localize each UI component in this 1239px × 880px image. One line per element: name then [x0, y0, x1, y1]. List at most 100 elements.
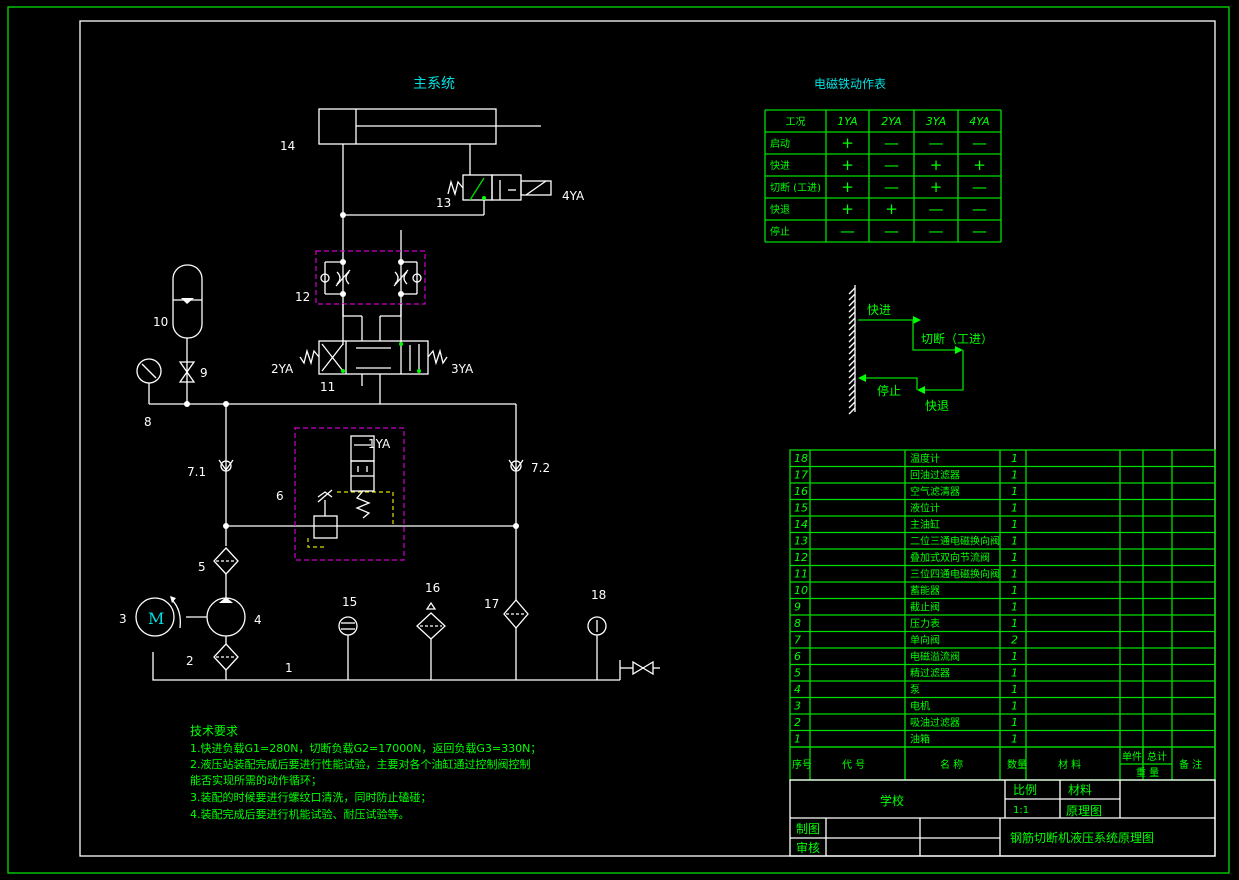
label-1: 1 — [285, 661, 293, 675]
solenoid-cell: + — [841, 156, 854, 174]
part-name: 电磁溢流阀 — [910, 650, 960, 663]
cycle-label-stop: 停止 — [877, 383, 901, 398]
label-8: 8 — [144, 415, 152, 429]
checked-by-label: 审核 — [796, 840, 820, 855]
requirement-line-4: 3.装配的时候要进行螺纹口清洗，同时防止磕碰； — [190, 790, 432, 804]
relief-valve-6-box — [294, 427, 405, 561]
solenoid-row-label: 切断 (工进) — [770, 181, 821, 194]
part-number: 6 — [794, 650, 801, 663]
label-15: 15 — [342, 595, 357, 609]
part-number: 11 — [794, 568, 808, 581]
label-7-2: 7.2 — [531, 461, 550, 475]
part-name: 精过滤器 — [910, 667, 950, 680]
solenoid-header: 2YA — [881, 115, 901, 128]
solenoid-row-label: 快退 — [770, 204, 790, 216]
part-name: 空气滤清器 — [910, 485, 960, 498]
header-seq: 序号 — [792, 758, 812, 771]
solenoid-cell: — — [884, 156, 899, 174]
drawn-by-label: 制图 — [796, 822, 820, 836]
label-5: 5 — [198, 560, 206, 574]
label-14: 14 — [280, 139, 295, 153]
component-labels: 14 13 4YA 12 10 9 2YA 11 3YA 8 7.1 7.2 1… — [119, 139, 606, 675]
part-number: 2 — [794, 716, 801, 729]
part-name: 叠加式双向节流阀 — [910, 551, 990, 564]
motor-label: M — [148, 609, 164, 628]
header-total: 总计 — [1147, 750, 1167, 763]
solenoid-cell: — — [929, 222, 944, 240]
cycle-label-fast-forward: 快进 — [867, 303, 891, 317]
return-filter-17 — [503, 599, 529, 680]
part-name: 截止阀 — [910, 601, 940, 614]
part-number: 16 — [794, 485, 808, 498]
drawing-title: 钢筋切断机液压系统原理图 — [1010, 830, 1154, 845]
solenoid-header: 1YA — [837, 115, 857, 128]
part-name: 主油缸 — [910, 518, 940, 531]
part-number: 10 — [794, 584, 808, 597]
material-label: 材料 — [1068, 783, 1092, 797]
header-qty: 数量 — [1007, 758, 1027, 771]
requirement-line-2: 2.液压站装配完成后要进行性能试验，主要对各个油缸通过控制阀控制 — [190, 757, 531, 771]
label-11: 11 — [320, 380, 335, 394]
label-10: 10 — [153, 315, 168, 329]
header-unit: 单件 — [1122, 751, 1142, 763]
part-qty: 1 — [1011, 650, 1018, 663]
part-qty: 1 — [1011, 551, 1018, 564]
header-code: 代 号 — [842, 759, 865, 771]
solenoid-cell: — — [972, 222, 987, 240]
oil-tank-1 — [152, 652, 620, 681]
drawing-type: 原理图 — [1066, 804, 1102, 818]
solenoid-row-label: 启动 — [770, 137, 790, 150]
drain-valve — [619, 660, 660, 680]
part-qty: 1 — [1011, 601, 1018, 614]
part-qty: 1 — [1011, 584, 1018, 597]
part-name: 单向阀 — [910, 634, 940, 647]
label-18: 18 — [591, 588, 606, 602]
header-note: 备 注 — [1179, 758, 1202, 771]
label-4ya: 4YA — [562, 189, 585, 203]
check-valve-7-2 — [508, 459, 524, 472]
check-valve-7-1 — [218, 459, 234, 472]
part-name: 回油过滤器 — [910, 469, 960, 482]
solenoid-cell: + — [841, 200, 854, 218]
solenoid-cell: — — [972, 134, 987, 152]
solenoid-header: 工况 — [786, 116, 806, 128]
schematic-title: 主系统 — [413, 76, 455, 92]
part-qty: 1 — [1011, 568, 1018, 581]
stop-valve-9 — [178, 361, 196, 383]
accumulator-10 — [172, 264, 203, 404]
part-number: 12 — [794, 551, 808, 564]
relief-valve-6 — [307, 435, 394, 548]
inner-border — [79, 20, 1216, 857]
part-number: 14 — [794, 518, 808, 531]
part-number: 8 — [794, 617, 801, 630]
throttle-valve-12 — [320, 259, 422, 297]
part-qty: 1 — [1011, 733, 1018, 746]
outer-border — [7, 6, 1230, 874]
part-number: 13 — [794, 535, 808, 548]
part-qty: 1 — [1011, 502, 1018, 515]
part-qty: 1 — [1011, 700, 1018, 713]
label-17: 17 — [484, 597, 499, 611]
throttle-valve-12-box — [315, 250, 426, 305]
label-7-1: 7.1 — [187, 465, 206, 479]
solenoid-cell: + — [841, 178, 854, 196]
part-name: 油箱 — [910, 733, 930, 746]
solenoid-cell: + — [973, 156, 986, 174]
cycle-label-cutting: 切断（工进） — [921, 331, 993, 346]
main-cylinder — [318, 108, 541, 145]
solenoid-cell: — — [929, 200, 944, 218]
fine-filter-5 — [213, 547, 239, 575]
solenoid-cell: — — [840, 222, 855, 240]
part-number: 17 — [794, 469, 808, 482]
label-3ya: 3YA — [451, 362, 474, 376]
solenoid-row-label: 快进 — [770, 160, 790, 172]
solenoid-header: 4YA — [969, 115, 989, 128]
part-qty: 1 — [1011, 452, 1018, 465]
part-number: 18 — [794, 452, 808, 465]
part-qty: 1 — [1011, 485, 1018, 498]
label-9: 9 — [200, 366, 208, 380]
solenoid-cell: + — [841, 134, 854, 152]
